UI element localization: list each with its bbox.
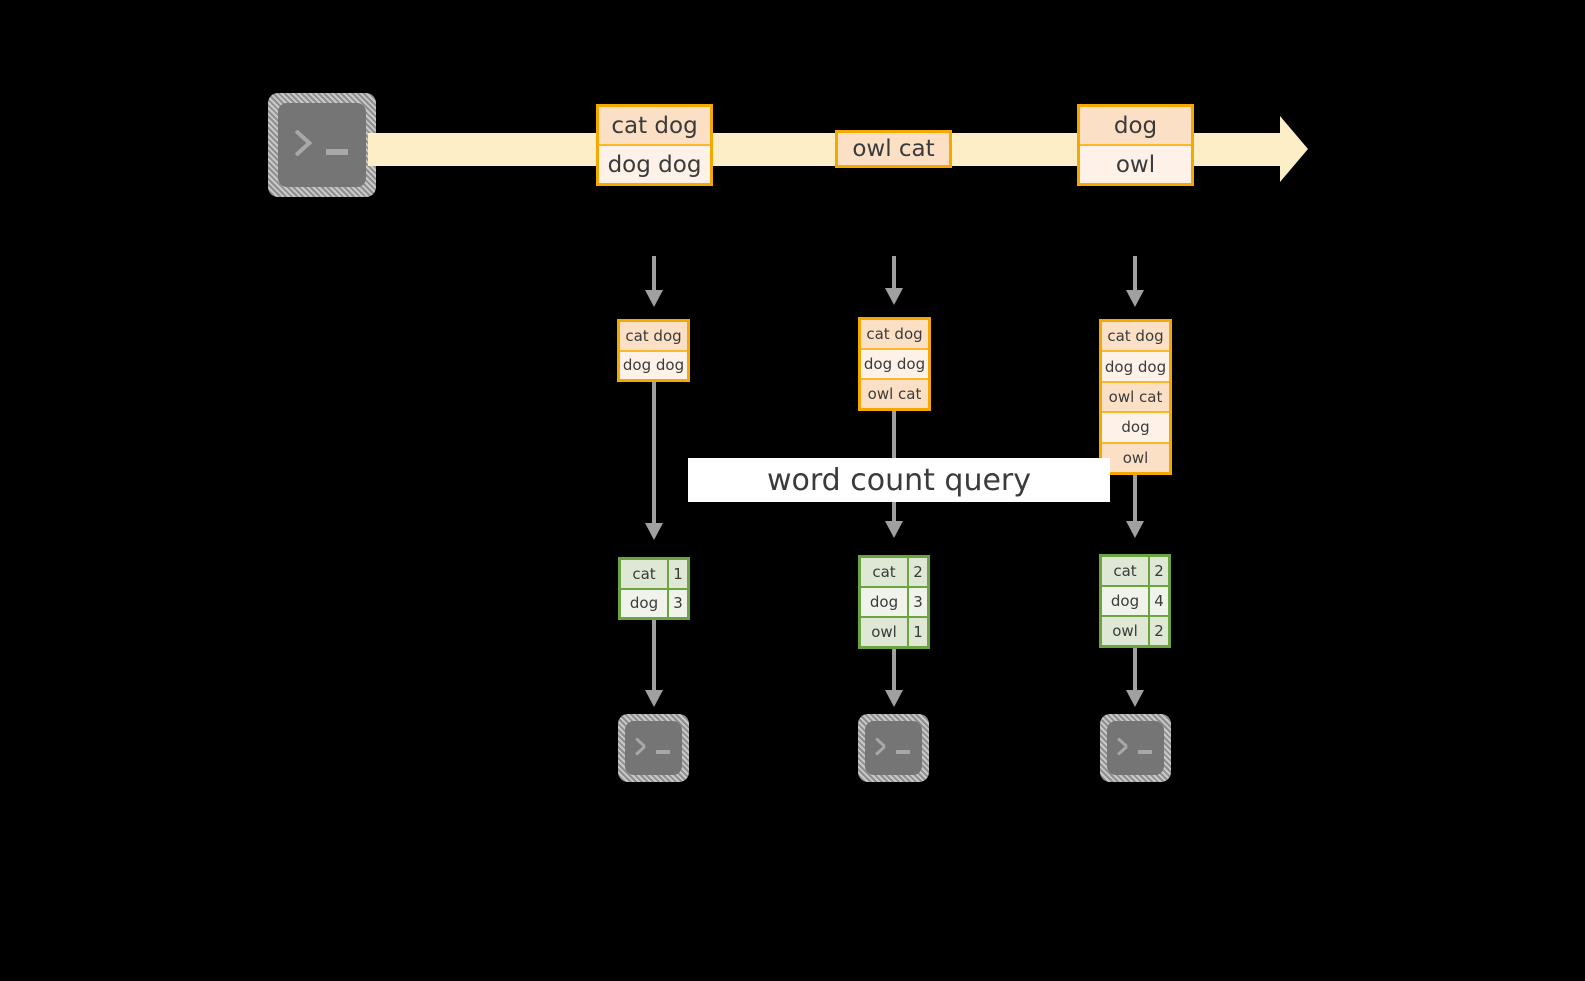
stream-event-3-line-2: owl — [1080, 146, 1191, 183]
snapshot-1-result-table: cat 1 dog 3 — [618, 557, 690, 620]
terminal-prompt-chevron-icon — [874, 735, 890, 756]
snapshot-1-record-1: cat dog — [620, 322, 687, 350]
terminal-screen — [865, 721, 922, 775]
snapshot-3-inflow-line — [1133, 256, 1137, 290]
table-row: dog 4 — [1102, 587, 1168, 615]
query-banner: word count query — [688, 458, 1110, 502]
snapshot-1-result-word-1: cat — [621, 560, 667, 588]
arrowhead-icon — [645, 690, 663, 707]
snapshot-3-record-5: owl — [1102, 443, 1169, 473]
terminal-screen — [1107, 721, 1164, 775]
terminal-screen — [625, 721, 682, 775]
arrowhead-icon — [1126, 690, 1144, 707]
snapshot-2-record-1: cat dog — [861, 320, 928, 348]
snapshot-3-record-2: dog dog — [1102, 352, 1169, 381]
snapshot-3-result-count-3: 2 — [1150, 617, 1168, 645]
snapshot-2-result-word-1: cat — [861, 558, 907, 586]
arrowhead-icon — [1126, 521, 1144, 538]
table-row: owl 1 — [861, 618, 927, 646]
stream-event-3-line-1: dog — [1080, 107, 1191, 144]
snapshot-2-result-count-3: 1 — [909, 618, 927, 646]
arrowhead-icon — [1126, 290, 1144, 307]
snapshot-2-inflow-line — [892, 256, 896, 288]
stream-source-terminal-icon — [268, 93, 376, 197]
snapshot-3-result-word-1: cat — [1102, 557, 1148, 585]
stream-band-arrowhead — [1280, 116, 1308, 182]
stream-event-1-line-2: dog dog — [599, 146, 710, 183]
terminal-cursor-dash-icon — [896, 750, 910, 754]
stream-event-2-line-1: owl cat — [838, 133, 949, 165]
snapshot-1-result-count-1: 1 — [669, 560, 687, 588]
snapshot-2-accumulated-records: cat dog dog dog owl cat — [858, 317, 931, 411]
table-row: dog 3 — [861, 588, 927, 616]
arrowhead-icon — [885, 690, 903, 707]
snapshot-3-record-4: dog — [1102, 413, 1169, 442]
table-row: cat 2 — [1102, 557, 1168, 585]
arrowhead-icon — [885, 288, 903, 305]
snapshot-3-result-table: cat 2 dog 4 owl 2 — [1099, 554, 1171, 648]
snapshot-1-accumulated-records: cat dog dog dog — [617, 319, 690, 382]
terminal-prompt-chevron-icon — [294, 125, 318, 157]
snapshot-2-result-word-3: owl — [861, 618, 907, 646]
stream-event-1-line-1: cat dog — [599, 107, 710, 144]
snapshot-2-result-word-2: dog — [861, 588, 907, 616]
arrowhead-icon — [885, 521, 903, 538]
terminal-cursor-dash-icon — [656, 750, 670, 754]
snapshot-2-sink-terminal-icon — [858, 714, 929, 782]
terminal-screen — [278, 103, 366, 187]
snapshot-2-result-table: cat 2 dog 3 owl 1 — [858, 555, 930, 649]
table-row: cat 2 — [861, 558, 927, 586]
table-row: cat 1 — [621, 560, 687, 588]
snapshot-2-record-2: dog dog — [861, 350, 928, 378]
snapshot-1-inflow-line — [652, 256, 656, 290]
snapshot-3-result-word-3: owl — [1102, 617, 1148, 645]
stream-event-2: owl cat — [835, 130, 952, 168]
snapshot-3-record-3: owl cat — [1102, 382, 1169, 412]
table-row: dog 3 — [621, 589, 687, 617]
snapshot-3-outflow-line — [1133, 648, 1137, 690]
snapshot-2-result-count-1: 2 — [909, 558, 927, 586]
stream-event-3: dog owl — [1077, 104, 1194, 186]
snapshot-1-record-2: dog dog — [620, 351, 687, 379]
snapshot-3-query-line — [1133, 475, 1137, 521]
arrowhead-icon — [645, 290, 663, 307]
snapshot-1-result-count-2: 3 — [669, 589, 687, 617]
snapshot-2-result-count-2: 3 — [909, 588, 927, 616]
snapshot-1-result-word-2: dog — [621, 589, 667, 617]
snapshot-3-sink-terminal-icon — [1100, 714, 1171, 782]
snapshot-1-outflow-line — [652, 620, 656, 690]
snapshot-3-result-count-2: 4 — [1150, 587, 1168, 615]
snapshot-2-outflow-line — [892, 649, 896, 690]
arrowhead-icon — [645, 523, 663, 540]
snapshot-1-query-line — [652, 382, 656, 523]
stream-event-1: cat dog dog dog — [596, 104, 713, 186]
terminal-prompt-chevron-icon — [1116, 735, 1132, 756]
snapshot-1-sink-terminal-icon — [618, 714, 689, 782]
terminal-prompt-chevron-icon — [634, 735, 650, 756]
snapshot-3-result-word-2: dog — [1102, 587, 1148, 615]
terminal-cursor-dash-icon — [326, 149, 348, 155]
terminal-cursor-dash-icon — [1138, 750, 1152, 754]
snapshot-3-accumulated-records: cat dog dog dog owl cat dog owl — [1099, 319, 1172, 475]
snapshot-3-result-count-1: 2 — [1150, 557, 1168, 585]
snapshot-3-record-1: cat dog — [1102, 322, 1169, 351]
table-row: owl 2 — [1102, 617, 1168, 645]
snapshot-2-record-3: owl cat — [861, 380, 928, 408]
